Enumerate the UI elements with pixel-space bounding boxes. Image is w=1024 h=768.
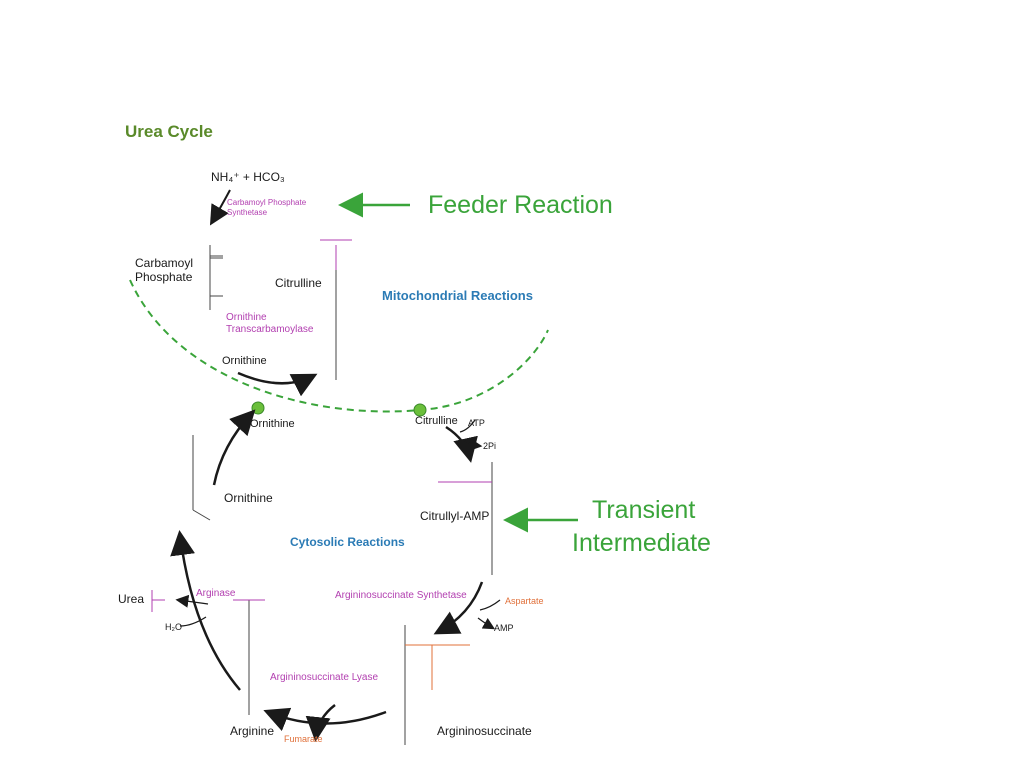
atp-in-arrow bbox=[459, 419, 476, 433]
urea-structure bbox=[151, 590, 165, 612]
label-cytosolic: Cytosolic Reactions bbox=[290, 535, 405, 549]
arrow-ornithine-to-membrane bbox=[212, 409, 256, 486]
ornithine-cyto-structure bbox=[192, 435, 211, 521]
compound-citrulline-mito: Citrulline bbox=[275, 276, 322, 290]
enzyme-asl: Argininosuccinate Lyase bbox=[270, 672, 378, 683]
argininosuccinate-structure bbox=[404, 625, 470, 745]
compound-citrullyl-amp: Citrullyl-AMP bbox=[420, 509, 489, 523]
cofactor-fumarate: Fumarate bbox=[284, 734, 323, 744]
callout-feeder-reaction: Feeder Reaction bbox=[428, 191, 613, 219]
fumarate-out-arrow bbox=[305, 704, 336, 742]
enzyme-otc-line2: Transcarbamoylase bbox=[226, 324, 314, 335]
amp-out-arrow bbox=[477, 617, 496, 630]
enzyme-cps-line2: Synthetase bbox=[227, 208, 268, 217]
compound-carbamoyl-line2: Phosphate bbox=[135, 270, 193, 284]
compound-argininosuccinate: Argininosuccinate bbox=[437, 724, 532, 738]
transporter-citrulline bbox=[413, 403, 427, 417]
cofactor-2pi: 2Pi bbox=[483, 441, 496, 451]
callout-transient-line1: Transient bbox=[592, 496, 695, 524]
arrow-ass-reaction bbox=[433, 581, 484, 635]
arrow-otc-reaction bbox=[237, 371, 318, 397]
compound-ornithine-membrane: Ornithine bbox=[250, 418, 295, 430]
compound-ornithine-mito: Ornithine bbox=[222, 355, 267, 367]
cofactor-h2o: H₂O bbox=[165, 622, 182, 632]
arginine-structure bbox=[233, 599, 265, 715]
callout-transient-line2: Intermediate bbox=[572, 529, 711, 557]
cofactor-amp: AMP bbox=[494, 623, 514, 633]
h2o-in-arrow bbox=[179, 616, 207, 627]
cofactor-aspartate: Aspartate bbox=[505, 596, 544, 606]
enzyme-otc-line1: Ornithine bbox=[226, 312, 267, 323]
cofactor-atp: ATP bbox=[468, 418, 485, 428]
urea-out-arrow bbox=[175, 594, 209, 608]
compound-arginine: Arginine bbox=[230, 724, 274, 738]
compound-citrulline-membrane: Citrulline bbox=[415, 415, 458, 427]
compound-urea: Urea bbox=[118, 592, 144, 606]
figure-title: Urea Cycle bbox=[125, 122, 213, 141]
arrow-feeder-to-carbamoyl bbox=[209, 189, 231, 226]
aspartate-in-arrow bbox=[479, 599, 501, 611]
carbamoyl-phosphate-structure bbox=[209, 245, 223, 310]
reactant-nh4-hco3: NH₄⁺ + HCO₃ bbox=[211, 170, 285, 184]
mitochondrial-membrane bbox=[129, 279, 549, 413]
label-mitochondrial: Mitochondrial Reactions bbox=[382, 288, 533, 303]
citrulline-structure bbox=[320, 239, 352, 380]
arrow-arginase-reaction bbox=[170, 530, 241, 691]
arrow-citrulline-to-amp bbox=[445, 425, 478, 463]
compound-ornithine-cyto: Ornithine bbox=[224, 491, 273, 505]
enzyme-cps-line1: Carbamoyl Phosphate bbox=[227, 198, 307, 207]
enzyme-arginase: Arginase bbox=[196, 588, 236, 599]
compound-carbamoyl-line1: Carbamoyl bbox=[135, 256, 193, 270]
enzyme-ass: Argininosuccinate Synthetase bbox=[335, 590, 467, 601]
pi-out-arrow bbox=[462, 438, 483, 451]
transporter-ornithine bbox=[251, 401, 265, 415]
citrullyl-amp-structure bbox=[438, 462, 493, 575]
